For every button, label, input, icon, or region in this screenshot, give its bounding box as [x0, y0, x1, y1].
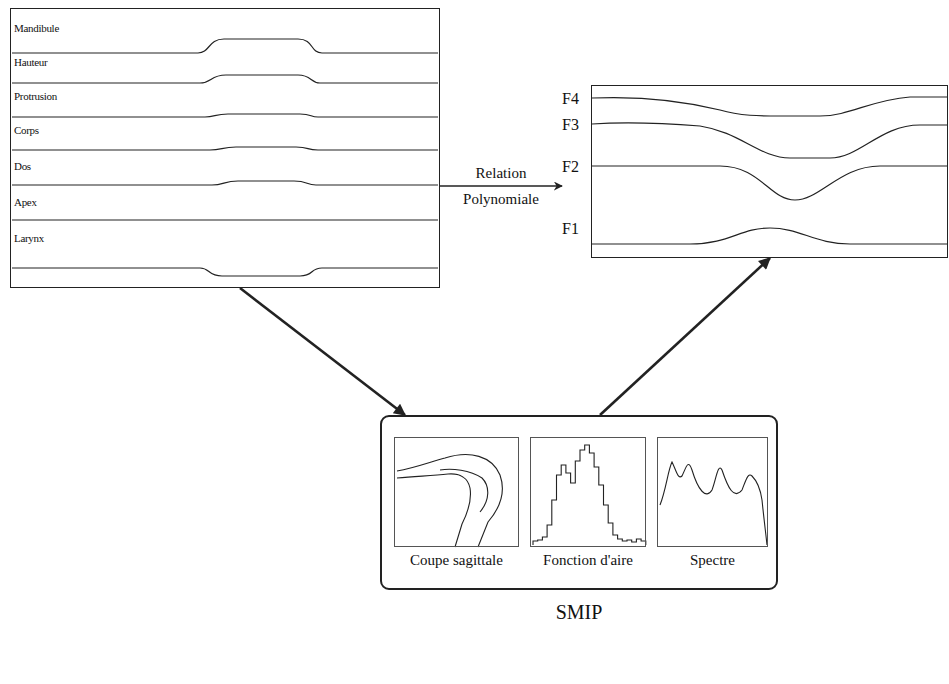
spectrum-curve	[660, 462, 767, 545]
parameter-name: Corps	[14, 124, 39, 137]
parameter-name: Protrusion	[14, 90, 57, 103]
formant-panel: F4F3F2F1	[562, 85, 948, 258]
panel-caption: Coupe sagittale	[384, 552, 529, 569]
sagittal-section	[397, 455, 502, 547]
flow-arrow	[440, 185, 562, 186]
panel-caption: Spectre	[647, 552, 778, 569]
box-outline	[394, 437, 519, 547]
area-function-box: Fonction d'aire	[530, 437, 646, 577]
formant-traces	[592, 97, 947, 244]
formant-name: F3	[562, 116, 579, 134]
parameter-name: Larynx	[14, 232, 44, 245]
box-outline	[657, 437, 768, 547]
articulatory-traces	[12, 39, 438, 276]
box-outline	[10, 8, 440, 288]
box-outline	[591, 85, 948, 258]
flow-arrow	[600, 258, 770, 415]
panel-caption: Fonction d'aire	[520, 552, 656, 569]
flow-arrow	[240, 288, 405, 415]
parameter-name: Hauteur	[14, 56, 47, 69]
spectrum-box: Spectre	[657, 437, 768, 577]
parameter-name: Dos	[14, 160, 31, 173]
formant-name: F1	[562, 220, 579, 238]
formant-name: F2	[562, 158, 579, 176]
articulatory-panel: MandibuleHauteurProtrusionCorpsDosApexLa…	[10, 8, 440, 288]
edge-label: Relation Polynomiale	[445, 160, 557, 212]
sagittal-box: Coupe sagittale	[394, 437, 519, 577]
formant-name: F4	[562, 90, 579, 108]
parameter-name: Mandibule	[14, 22, 59, 35]
parameter-name: Apex	[14, 196, 37, 209]
model-name: SMIP	[380, 601, 778, 624]
smip-box: SMIP Coupe sagittaleFonction d'aireSpectr…	[380, 415, 778, 630]
area-function-steps	[533, 445, 646, 545]
box-outline	[530, 437, 646, 547]
